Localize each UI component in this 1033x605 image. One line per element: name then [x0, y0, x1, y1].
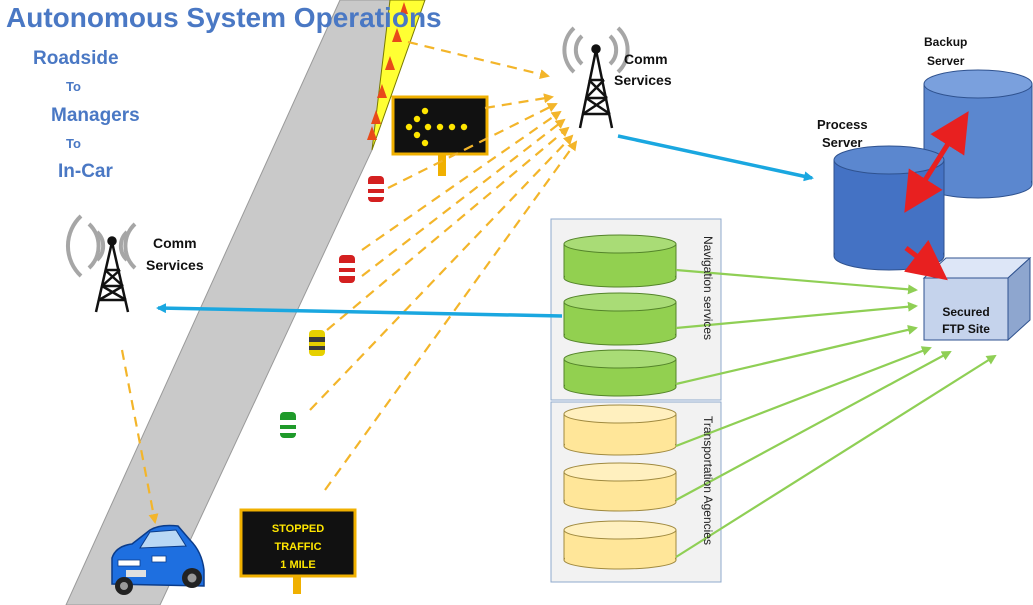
navigation-databases	[563, 234, 677, 397]
comm-left-label-1: Comm	[153, 235, 197, 251]
database-icon	[563, 234, 677, 288]
database-icon	[563, 520, 677, 570]
database-icon	[833, 145, 945, 271]
arrow-board-sign	[391, 95, 489, 176]
database-icon	[563, 404, 677, 456]
navigation-services-label: Navigation services	[701, 236, 715, 340]
barrel-icon	[280, 412, 296, 438]
car-icon	[111, 524, 205, 595]
road	[65, 0, 426, 605]
backup-server-label-2: Server	[927, 54, 965, 68]
signal-waves-icon	[66, 214, 137, 278]
database-icon	[563, 292, 677, 346]
comm-top-label-1: Comm	[624, 51, 668, 67]
sign-line-1: STOPPED	[272, 523, 324, 535]
antenna-tower-icon	[578, 44, 614, 129]
comm-left-label-2: Services	[146, 257, 204, 273]
comm-top-label-2: Services	[614, 72, 672, 88]
process-server	[833, 145, 945, 271]
roadside-barrel-icons	[280, 176, 384, 438]
sign-line-2: TRAFFIC	[274, 541, 321, 553]
ftp-label-2: FTP Site	[942, 322, 990, 336]
sign-line-3: 1 MILE	[280, 559, 315, 571]
process-server-label-1: Process	[817, 117, 868, 132]
comm-tower-top	[562, 26, 630, 129]
barrel-icon	[309, 330, 325, 356]
barrel-icon	[368, 176, 384, 202]
backhaul-links	[156, 134, 814, 318]
antenna-tower-icon	[94, 236, 130, 313]
transportation-databases	[563, 404, 677, 570]
flow-incar: In-Car	[58, 161, 114, 182]
message-sign	[239, 508, 357, 594]
database-icon	[563, 462, 677, 512]
process-server-label-2: Server	[822, 135, 862, 150]
ftp-label-1: Secured	[942, 305, 989, 319]
secured-ftp-site	[922, 256, 1032, 342]
flow-to-2: To	[66, 136, 81, 151]
barrel-icon	[339, 255, 355, 283]
ftp-upload-links	[675, 268, 997, 558]
comm-tower-left	[66, 214, 137, 313]
database-icon	[563, 349, 677, 397]
backup-server-label-1: Backup	[924, 35, 967, 49]
flow-to-1: To	[66, 79, 81, 94]
replication-arrows	[903, 111, 969, 281]
flow-managers: Managers	[51, 105, 140, 126]
flow-roadside: Roadside	[33, 48, 119, 69]
left-arrow-icon	[405, 107, 468, 147]
page-title: Autonomous System Operations	[6, 2, 442, 33]
transportation-agencies-label: Transportation Agencies	[701, 416, 715, 545]
signal-waves-icon	[562, 26, 630, 74]
traffic-cone-icons	[367, 2, 408, 140]
roadside-data-links	[120, 40, 578, 524]
